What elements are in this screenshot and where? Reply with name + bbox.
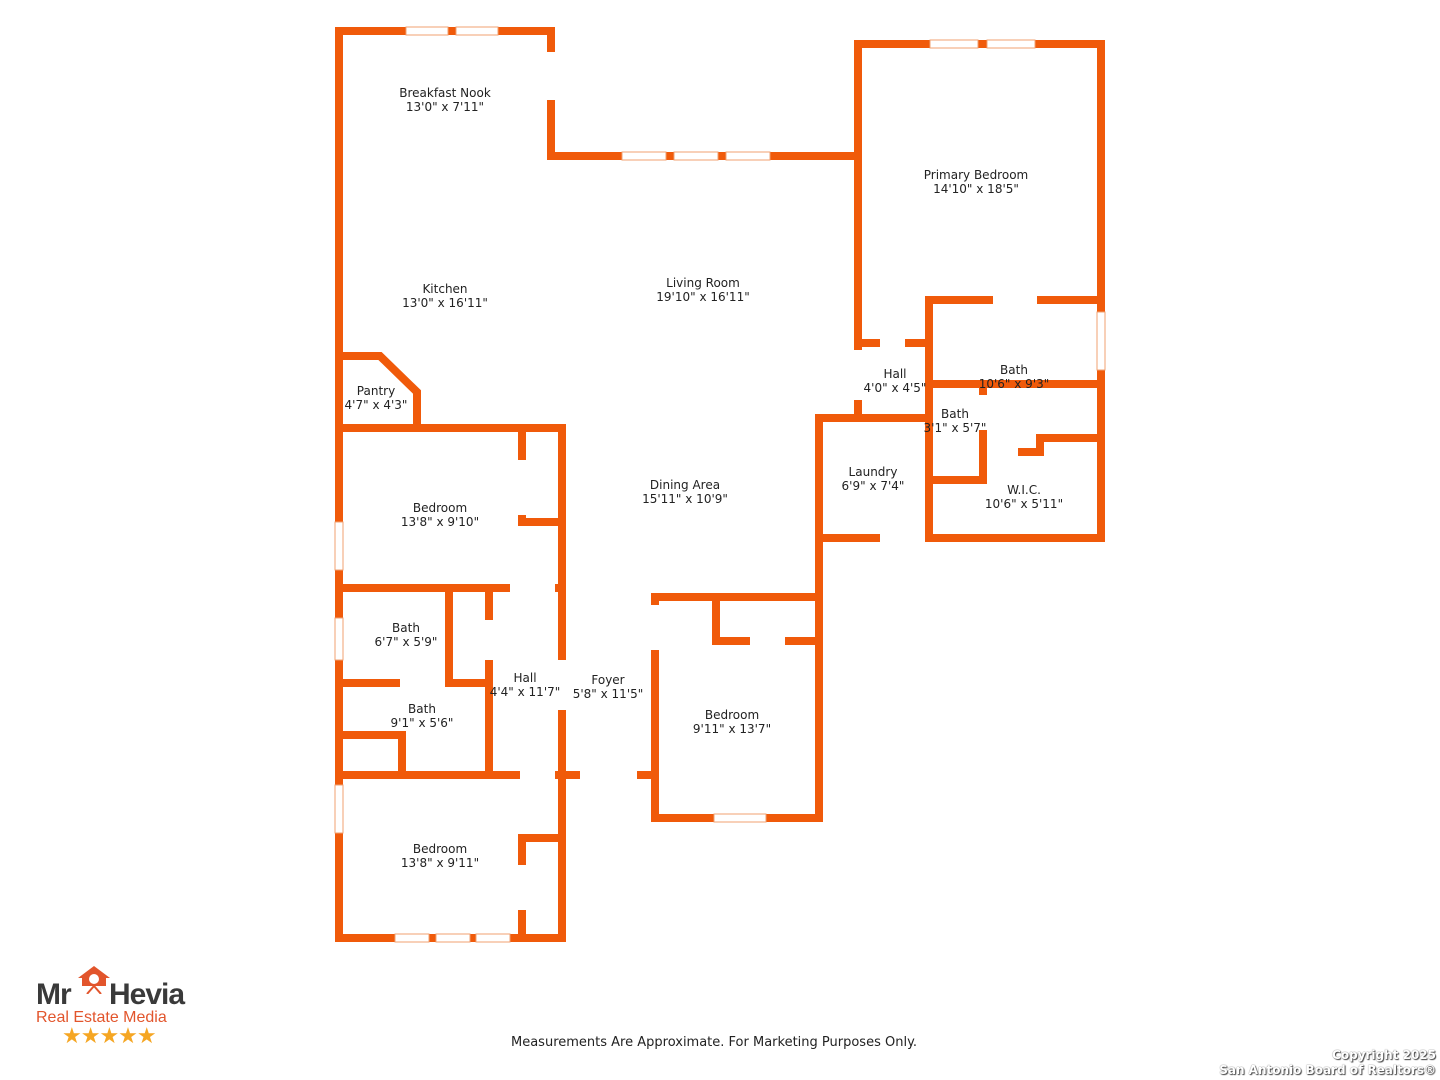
house-camera-icon [78,966,110,994]
door-openings [400,52,1037,910]
logo-mr: Mr [36,978,72,1011]
copyright-year: Copyright 2025 [1332,1048,1436,1062]
copyright: Copyright 2025 San Antonio Board of Real… [1219,1048,1436,1078]
brand-logo: Mr Hevia Real Estate Media ★★★★★ [36,964,206,1054]
copyright-board: San Antonio Board of Realtors® [1219,1063,1436,1077]
logo-tagline: Real Estate Media [36,1009,167,1026]
star-rating-icon: ★★★★★ [62,1024,157,1049]
room-wic: W.I.C.10'6" x 5'11" [984,483,1064,511]
disclaimer: Measurements Are Approximate. For Market… [511,1035,918,1050]
windows [334,26,1106,943]
logo-hevia: Hevia [109,978,185,1011]
